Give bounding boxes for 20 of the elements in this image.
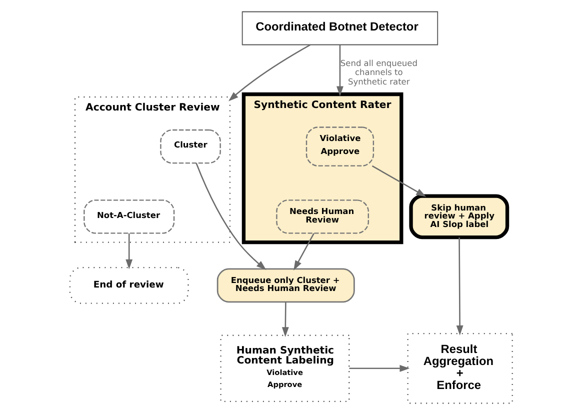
node-box: End of review xyxy=(69,266,189,304)
node-box: Coordinated Botnet Detector xyxy=(242,11,438,46)
edge-label: Send all enqueued channels to Synthetic rater xyxy=(340,58,418,86)
arrow xyxy=(349,364,410,372)
arrow xyxy=(456,237,464,336)
node-box: Result Aggregation + Enforce xyxy=(407,332,513,404)
arrow xyxy=(228,44,311,102)
arrow xyxy=(372,165,426,197)
node-box: Enqueue only Cluster + Needs Human Review xyxy=(216,268,355,303)
arrow xyxy=(196,163,266,270)
node-box: Not-A-Cluster xyxy=(84,200,175,234)
node-box: Cluster xyxy=(160,129,221,164)
arrow xyxy=(336,44,344,96)
arrow xyxy=(126,233,133,270)
node-box: Human Synthetic Content Labeling Violative Approve xyxy=(220,334,350,402)
node-box: Needs Human Review xyxy=(276,200,369,234)
node-box: Violative Approve xyxy=(306,126,374,166)
arrow xyxy=(282,302,289,338)
node-box: Skip human review + Apply AI Slop label xyxy=(409,194,510,240)
arrow xyxy=(294,233,314,270)
